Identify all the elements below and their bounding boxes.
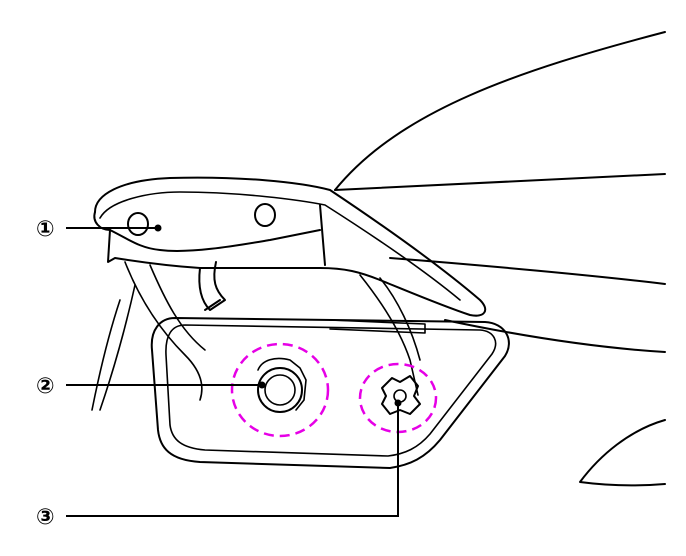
fuel-door-recess xyxy=(150,317,510,469)
callout-3-label: ③ xyxy=(36,505,55,530)
car-body xyxy=(91,31,666,487)
callout-1: ① xyxy=(36,217,55,242)
leader-lines xyxy=(66,224,402,517)
release-lever xyxy=(381,375,421,415)
callout-2: ② xyxy=(36,374,55,399)
fuel-cap-highlight xyxy=(230,342,330,438)
callout-3: ③ xyxy=(36,505,55,530)
callout-1-label: ① xyxy=(36,217,55,242)
callout-2-label: ② xyxy=(36,374,55,399)
fuel-cap xyxy=(257,357,307,413)
